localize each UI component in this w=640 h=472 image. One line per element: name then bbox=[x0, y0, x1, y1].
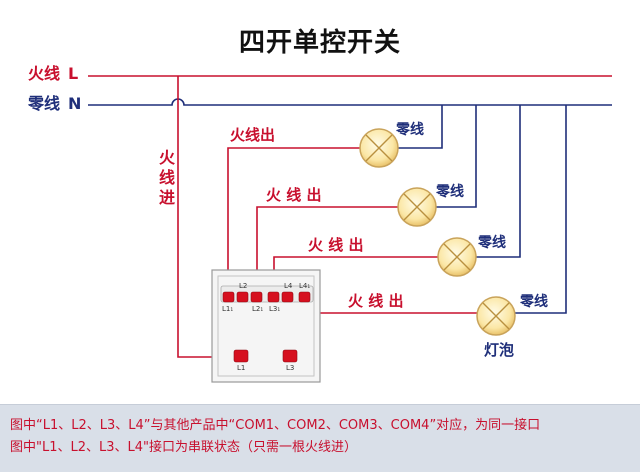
live-out-label-2: 火 线 出 bbox=[266, 186, 322, 204]
terminal-label-l2-1: L2₁ bbox=[252, 305, 264, 313]
neutral-wire-2 bbox=[435, 105, 477, 208]
terminal-label-l1-1: L1₁ bbox=[222, 305, 234, 313]
note-line-1: 图中“L1、L2、L3、L4”与其他产品中“COM1、COM2、COM3、COM… bbox=[10, 418, 541, 433]
live-out-wire-2 bbox=[256, 206, 400, 292]
terminal-label-l2: L2 bbox=[239, 282, 248, 290]
neutral-line bbox=[88, 98, 612, 106]
live-out-label-4: 火 线 出 bbox=[348, 292, 404, 310]
neutral-label-2: 零线 bbox=[436, 184, 464, 200]
page-title: 四开单控开关 bbox=[238, 28, 401, 58]
circuit-drawing bbox=[88, 75, 612, 383]
live-line-letter: L bbox=[68, 64, 79, 83]
live-line-label: 火线 bbox=[28, 64, 61, 83]
bulb-3 bbox=[437, 237, 477, 277]
common-label-l1: L1 bbox=[237, 364, 246, 372]
bulb-1 bbox=[359, 128, 399, 168]
bulb-label: 灯泡 bbox=[484, 341, 515, 359]
four-gang-switch bbox=[211, 269, 321, 383]
neutral-label-3: 零线 bbox=[478, 235, 506, 251]
terminal-label-l4: L4 bbox=[284, 282, 293, 290]
neutral-line-letter: N bbox=[68, 94, 82, 113]
note-panel: 图中“L1、L2、L3、L4”与其他产品中“COM1、COM2、COM3、COM… bbox=[0, 404, 640, 472]
neutral-line-label: 零线 bbox=[28, 94, 61, 113]
neutral-wire-1 bbox=[398, 105, 443, 149]
common-label-l3: L3 bbox=[286, 364, 295, 372]
neutral-label-4: 零线 bbox=[520, 294, 548, 310]
note-line-2: 图中"L1、L2、L3、L4"接口为串联状态（只需一根火线进） bbox=[10, 440, 358, 455]
live-out-wire-1 bbox=[227, 147, 360, 292]
live-out-label-1: 火线出 bbox=[230, 126, 276, 144]
live-out-label-3: 火 线 出 bbox=[308, 236, 364, 254]
neutral-wire-3 bbox=[475, 105, 521, 258]
live-in-label: 火线进 bbox=[158, 148, 175, 207]
terminal-label-l3-1: L3₁ bbox=[269, 305, 281, 313]
bulb-2 bbox=[397, 187, 437, 227]
neutral-label-1: 零线 bbox=[396, 122, 424, 138]
terminal-label-l4-1: L4₁ bbox=[299, 282, 311, 290]
bulb-4 bbox=[476, 296, 516, 336]
neutral-wire-4 bbox=[515, 105, 567, 314]
